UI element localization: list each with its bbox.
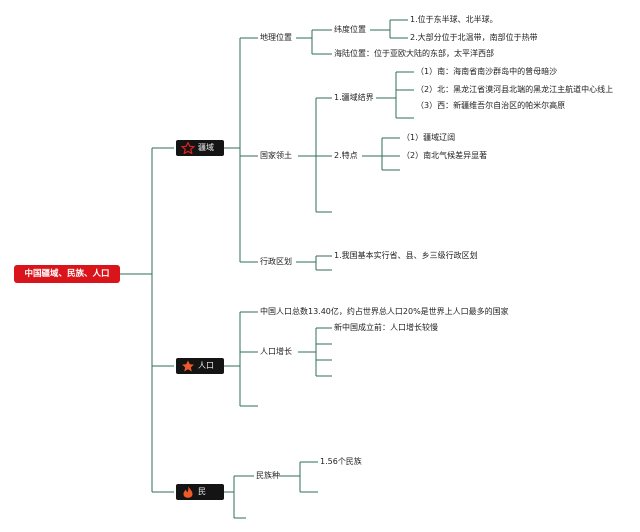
fire-icon	[183, 486, 193, 498]
node-lat-item-2[interactable]: 2.大部分位于北温带，南部位于热带	[410, 33, 538, 42]
node-latitude-position[interactable]: 纬度位置	[334, 25, 366, 34]
node-features[interactable]: 2.特点	[334, 151, 358, 160]
category-ethnic-label: 民	[198, 487, 206, 496]
category-ethnic[interactable]: 民	[176, 484, 224, 500]
node-border-north[interactable]: （2）北：黑龙江省漠河县北端的黑龙江主航道中心线上	[416, 85, 614, 94]
category-territory[interactable]: 疆域	[176, 140, 224, 156]
node-ethnic-kinds[interactable]: 民族种	[256, 471, 280, 480]
category-population[interactable]: 人口	[176, 358, 224, 374]
node-lat-item-1[interactable]: 1.位于东半球、北半球。	[410, 15, 498, 24]
node-national-territory[interactable]: 国家领土	[260, 151, 292, 160]
node-growth-item-1[interactable]: 新中国成立前：人口增长较慢	[334, 323, 438, 332]
node-feature-1[interactable]: （1）疆域辽阔	[402, 133, 456, 142]
category-population-label: 人口	[198, 361, 214, 370]
root-node[interactable]: 中国疆域、民族、人口	[14, 265, 120, 283]
node-population-growth[interactable]: 人口增长	[260, 347, 292, 356]
node-borders[interactable]: 1.疆域结界	[334, 93, 374, 102]
node-border-south[interactable]: （1）南：海南省南沙群岛中的曾母暗沙	[416, 67, 558, 76]
node-population-total[interactable]: 中国人口总数13.40亿，约占世界总人口20%是世界上人口最多的国家	[260, 307, 509, 316]
node-sea-land-position[interactable]: 海陆位置：位于亚欧大陆的东部，太平洋西部	[334, 49, 494, 58]
node-admin-division[interactable]: 行政区划	[260, 257, 292, 266]
star-outline-icon	[181, 142, 195, 154]
category-territory-label: 疆域	[198, 143, 214, 152]
node-border-west[interactable]: （3）西：新疆维吾尔自治区的帕米尔高原	[416, 101, 566, 110]
node-admin-item-1[interactable]: 1.我国基本实行省、县、乡三级行政区划	[334, 251, 478, 260]
node-geo-position[interactable]: 地理位置	[260, 33, 292, 42]
node-ethnic-item-1[interactable]: 1.56个民族	[320, 457, 362, 466]
star-filled-icon	[182, 360, 194, 372]
node-feature-2[interactable]: （2）南北气候差异显著	[402, 151, 488, 160]
